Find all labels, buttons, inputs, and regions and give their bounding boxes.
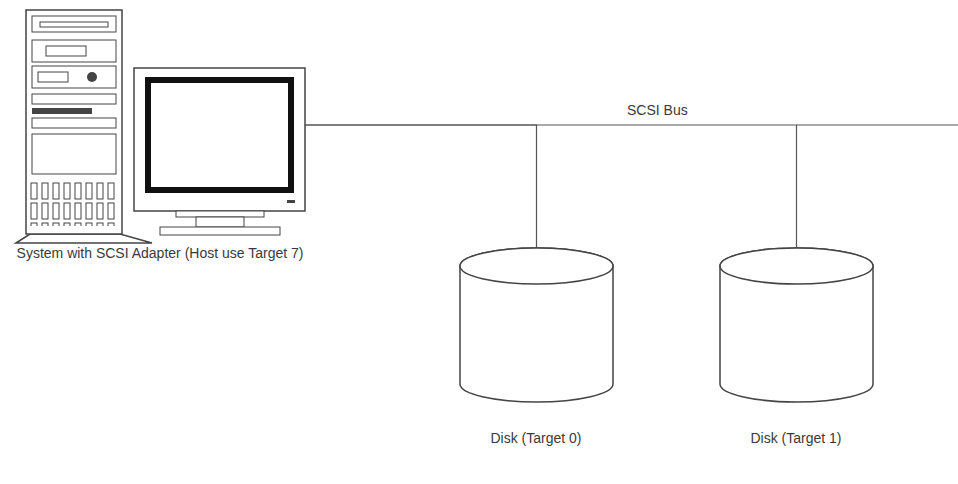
disk-label: Disk (Target 1) <box>746 430 846 447</box>
disk-node: Disk (Target 1) <box>719 248 874 402</box>
host-label: System with SCSI Adapter (Host use Targe… <box>15 245 305 262</box>
bus-label: SCSI Bus <box>625 102 690 119</box>
disk-node: Disk (Target 0) <box>459 248 614 402</box>
disk-cylinder <box>459 248 614 402</box>
disk-label: Disk (Target 0) <box>486 430 586 447</box>
scsi-bus-line <box>305 125 537 248</box>
scsi-bus-line <box>305 125 797 248</box>
host-system: System with SCSI Adapter (Host use Targe… <box>15 10 305 243</box>
disk-cylinder <box>719 248 874 402</box>
